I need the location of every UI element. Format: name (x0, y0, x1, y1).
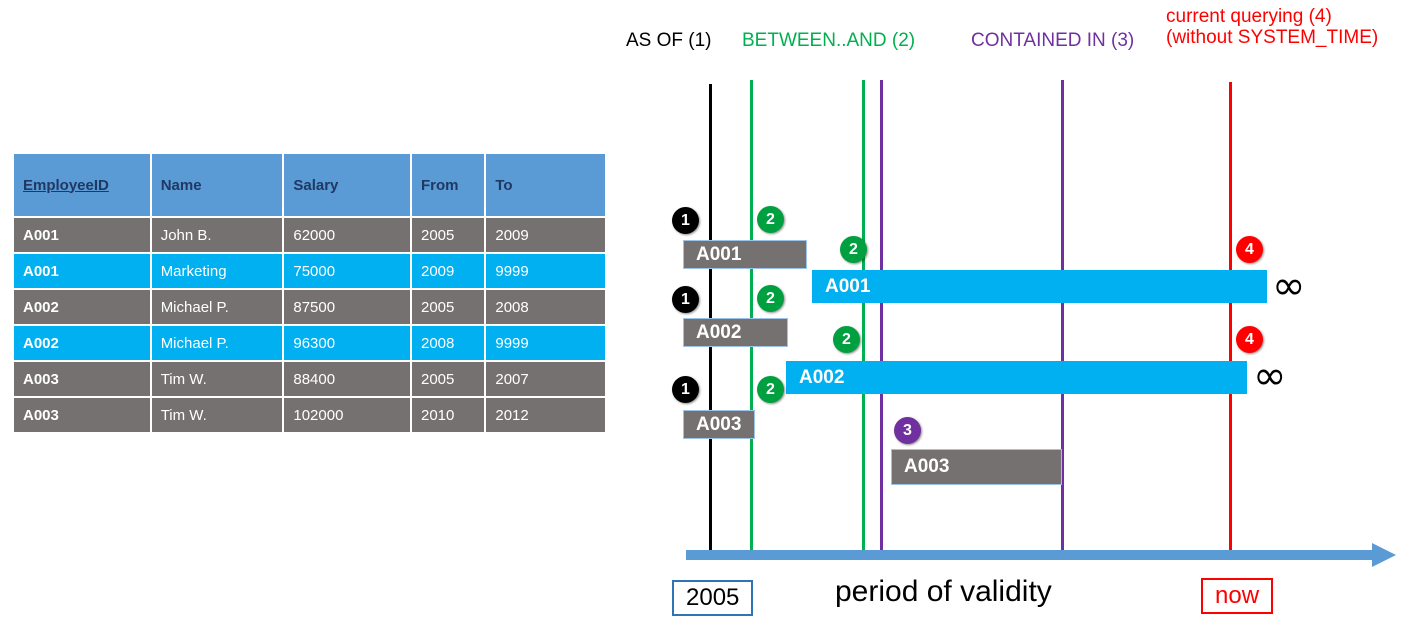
axis-start-label: 2005 (672, 580, 754, 616)
infinity-icon-a001: ∞ (1272, 263, 1306, 309)
cell-from: 2009 (412, 254, 485, 288)
cell-from: 2005 (412, 218, 485, 252)
table-row: A002 Michael P. 87500 2005 2008 (14, 290, 605, 324)
bar-label: A002 (799, 366, 845, 388)
cell-employeeid: A001 (14, 254, 150, 288)
cell-employeeid: A003 (14, 398, 150, 432)
table-row: A001 Marketing 75000 2009 9999 (14, 254, 605, 288)
vline-now (1229, 82, 1232, 559)
cell-to: 2009 (486, 218, 605, 252)
vline-contained-end (1061, 80, 1064, 559)
cell-name: Tim W. (151, 398, 283, 432)
table-row: A002 Michael P. 96300 2008 9999 (14, 326, 605, 360)
cell-to: 2012 (486, 398, 605, 432)
cell-employeeid: A003 (14, 362, 150, 396)
column-header-name: Name (151, 154, 283, 216)
table-header-row: EmployeeID Name Salary From To (14, 154, 605, 216)
cell-from: 2005 (412, 362, 485, 396)
column-header-employeeid: EmployeeID (14, 154, 150, 216)
bar-label: A003 (904, 456, 950, 477)
marker-2-a001-end: 2 (840, 236, 867, 263)
cell-salary: 62000 (284, 218, 410, 252)
marker-4-a001: 4 (1236, 236, 1263, 263)
marker-2-a002-end: 2 (833, 326, 860, 353)
timeline-bar-a001-historical: A001 (683, 240, 807, 269)
column-header-salary: Salary (284, 154, 410, 216)
column-header-to: To (486, 154, 605, 216)
cell-to: 9999 (486, 254, 605, 288)
cell-name: Marketing (151, 254, 283, 288)
cell-employeeid: A001 (14, 218, 150, 252)
marker-2-a001-start: 2 (757, 206, 784, 233)
table-row: A003 Tim W. 102000 2010 2012 (14, 398, 605, 432)
table-row: A001 John B. 62000 2005 2009 (14, 218, 605, 252)
axis-now-label: now (1201, 578, 1274, 614)
marker-1-a001: 1 (672, 207, 699, 234)
time-axis-arrow-icon (1372, 543, 1396, 567)
bar-label: A003 (696, 413, 742, 435)
cell-salary: 87500 (284, 290, 410, 324)
table-row: A003 Tim W. 88400 2005 2007 (14, 362, 605, 396)
legend-as-of: AS OF (1) (626, 30, 712, 51)
bar-label: A001 (696, 243, 742, 265)
marker-3-a003: 3 (894, 417, 921, 444)
legend-current-querying-line2: (without SYSTEM_TIME) (1166, 27, 1379, 49)
vline-contained-start (880, 80, 883, 559)
cell-from: 2005 (412, 290, 485, 324)
cell-name: Michael P. (151, 326, 283, 360)
bar-label: A001 (825, 275, 871, 297)
cell-employeeid: A002 (14, 290, 150, 324)
column-header-from: From (412, 154, 485, 216)
marker-4-a002: 4 (1236, 326, 1263, 353)
cell-salary: 88400 (284, 362, 410, 396)
legend-current-querying-line1: current querying (4) (1166, 6, 1332, 27)
cell-from: 2010 (412, 398, 485, 432)
cell-salary: 102000 (284, 398, 410, 432)
timeline-bar-a003-historical: A003 (683, 410, 755, 439)
time-axis-line (686, 550, 1376, 560)
timeline-bar-a002-current: A002 (786, 361, 1247, 394)
marker-2-a002-start: 2 (757, 285, 784, 312)
cell-to: 9999 (486, 326, 605, 360)
marker-1-a003: 1 (672, 376, 699, 403)
legend-between-and: BETWEEN..AND (2) (742, 30, 916, 51)
vline-between-end (862, 80, 865, 559)
cell-from: 2008 (412, 326, 485, 360)
employee-table: EmployeeID Name Salary From To A001 John… (12, 152, 607, 434)
cell-name: Michael P. (151, 290, 283, 324)
legend-contained-in: CONTAINED IN (3) (971, 30, 1135, 51)
marker-1-a002: 1 (672, 286, 699, 313)
cell-to: 2007 (486, 362, 605, 396)
bar-label: A002 (696, 321, 742, 343)
cell-name: Tim W. (151, 362, 283, 396)
infinity-icon-a002: ∞ (1253, 353, 1287, 399)
axis-caption: period of validity (835, 575, 1052, 608)
cell-to: 2008 (486, 290, 605, 324)
timeline-bar-a003-second: A003 (891, 449, 1062, 485)
legend-current-querying: current querying (4) (without SYSTEM_TIM… (1166, 6, 1378, 49)
cell-salary: 75000 (284, 254, 410, 288)
cell-employeeid: A002 (14, 326, 150, 360)
cell-name: John B. (151, 218, 283, 252)
timeline-bar-a002-historical: A002 (683, 318, 788, 347)
cell-salary: 96300 (284, 326, 410, 360)
timeline-bar-a001-current: A001 (812, 270, 1267, 303)
marker-2-a003: 2 (757, 376, 784, 403)
